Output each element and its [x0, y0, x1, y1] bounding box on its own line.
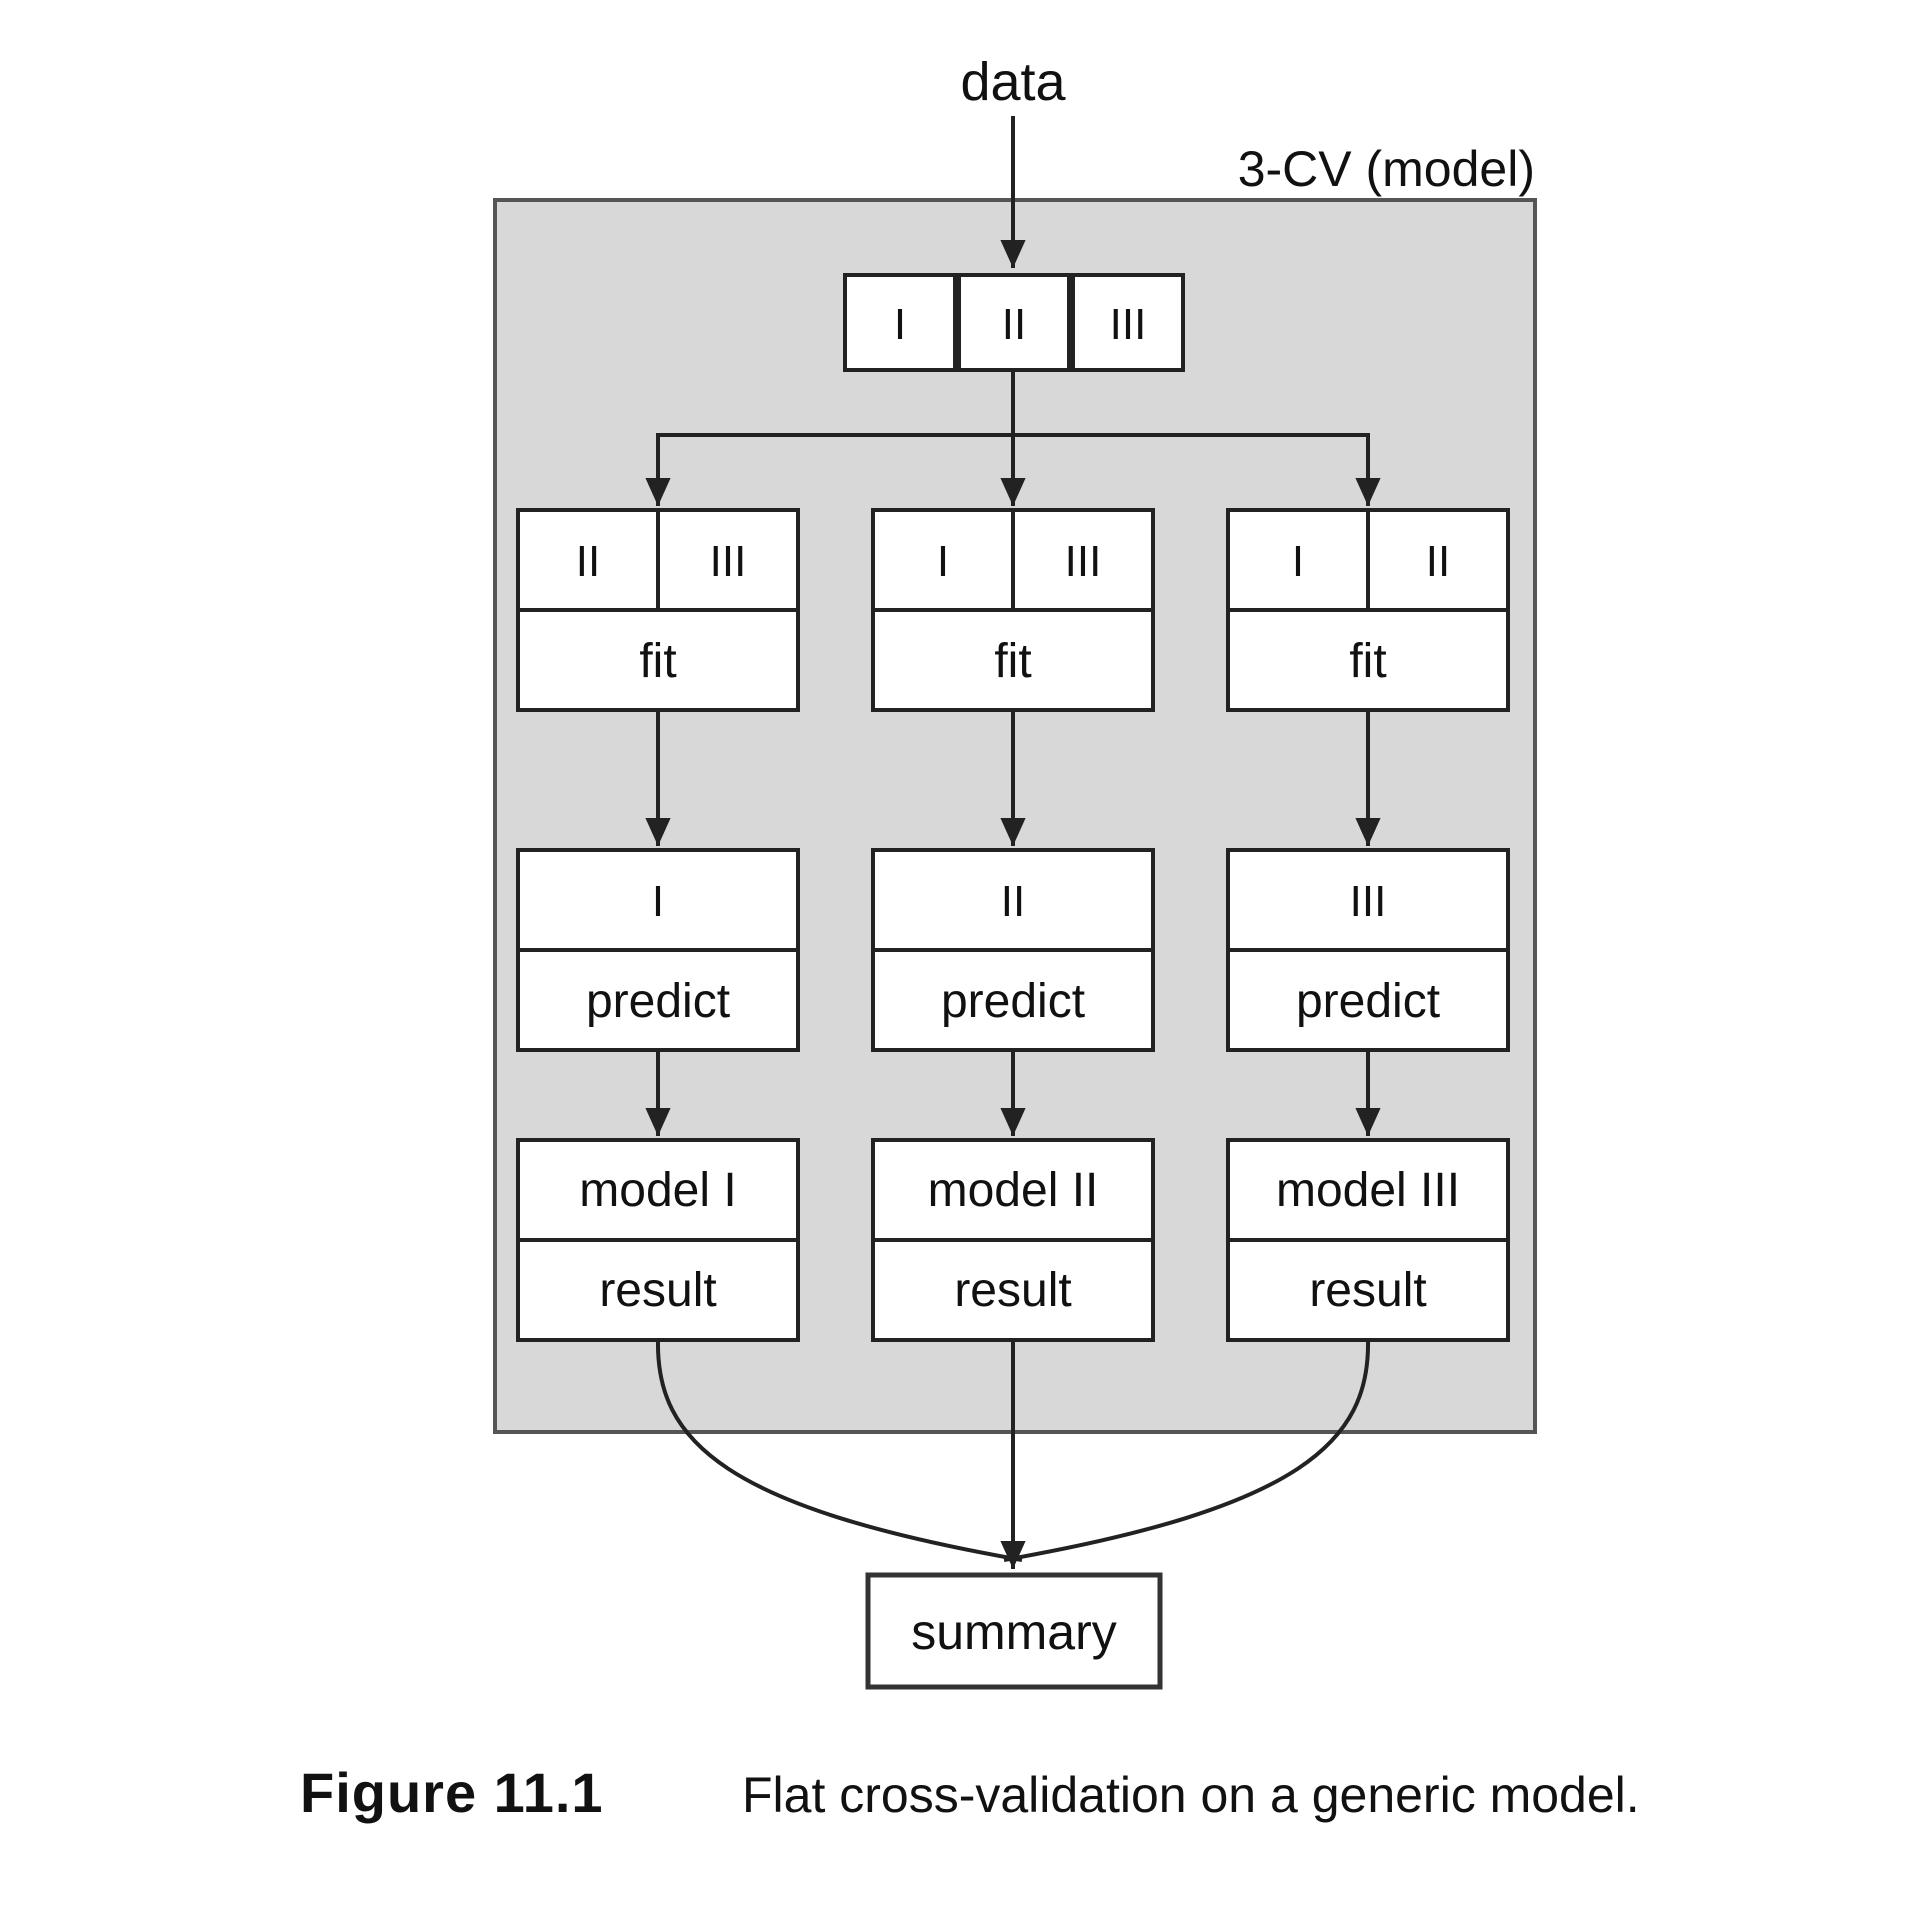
branch-connector — [645, 370, 1381, 506]
predict-box-3-label: predict — [1296, 975, 1440, 1028]
fit-box-1-train-cell-b: III — [710, 537, 747, 586]
panel-label: 3-CV (model) — [1238, 141, 1535, 197]
figure-caption: Figure 11.1 Flat cross-validation on a g… — [300, 1761, 1640, 1824]
result-box-3-label: result — [1309, 1264, 1426, 1317]
fit-box-3-label: fit — [1349, 635, 1386, 688]
fit-box-2-label: fit — [994, 635, 1031, 688]
cv-column-2: I III fit II predict model II result — [871, 508, 1155, 1342]
summary-connectors — [655, 1339, 1371, 1569]
fit-box-1-train-cell-a: II — [576, 537, 600, 586]
predict-box-1-label: predict — [586, 975, 730, 1028]
fit-box-2-train-cell-a: I — [937, 537, 949, 586]
summary-label: summary — [911, 1604, 1117, 1660]
split-cell-3-label: III — [1110, 300, 1147, 349]
fit-box-3-train-cell-b: II — [1426, 537, 1450, 586]
summary-box — [865, 1572, 1163, 1690]
split-cell-3 — [1071, 273, 1185, 372]
split-box: I II III — [843, 273, 1185, 372]
cv-column-1: II III fit I predict model I result — [516, 508, 800, 1342]
predict-box-2-test-cell: II — [1001, 877, 1025, 926]
fit-box-1-label: fit — [639, 635, 676, 688]
caption-text: Flat cross-validation on a generic model… — [742, 1767, 1640, 1823]
predict-box-2-label: predict — [941, 975, 1085, 1028]
fit-box-2-train-cell-b: III — [1065, 537, 1102, 586]
split-cell-1 — [843, 273, 957, 372]
cv-column-3: I II fit III predict model III result — [1226, 508, 1510, 1342]
predict-box-3-test-cell: III — [1350, 877, 1387, 926]
split-cell-1-label: I — [894, 300, 906, 349]
data-label: data — [960, 52, 1066, 112]
result-box-2-label: result — [954, 1264, 1071, 1317]
model-box-3-label: model III — [1276, 1164, 1460, 1217]
model-box-2-label: model II — [928, 1164, 1099, 1217]
caption-figure-number: Figure 11.1 — [300, 1761, 604, 1824]
model-box-1-label: model I — [579, 1164, 736, 1217]
curve-result3-to-summary — [1003, 1339, 1371, 1562]
predict-box-1-test-cell: I — [652, 877, 664, 926]
curve-result1-to-summary — [655, 1339, 1023, 1562]
result-box-1-label: result — [599, 1264, 716, 1317]
split-cell-2-label: II — [1002, 300, 1026, 349]
fit-box-3-train-cell-a: I — [1292, 537, 1304, 586]
